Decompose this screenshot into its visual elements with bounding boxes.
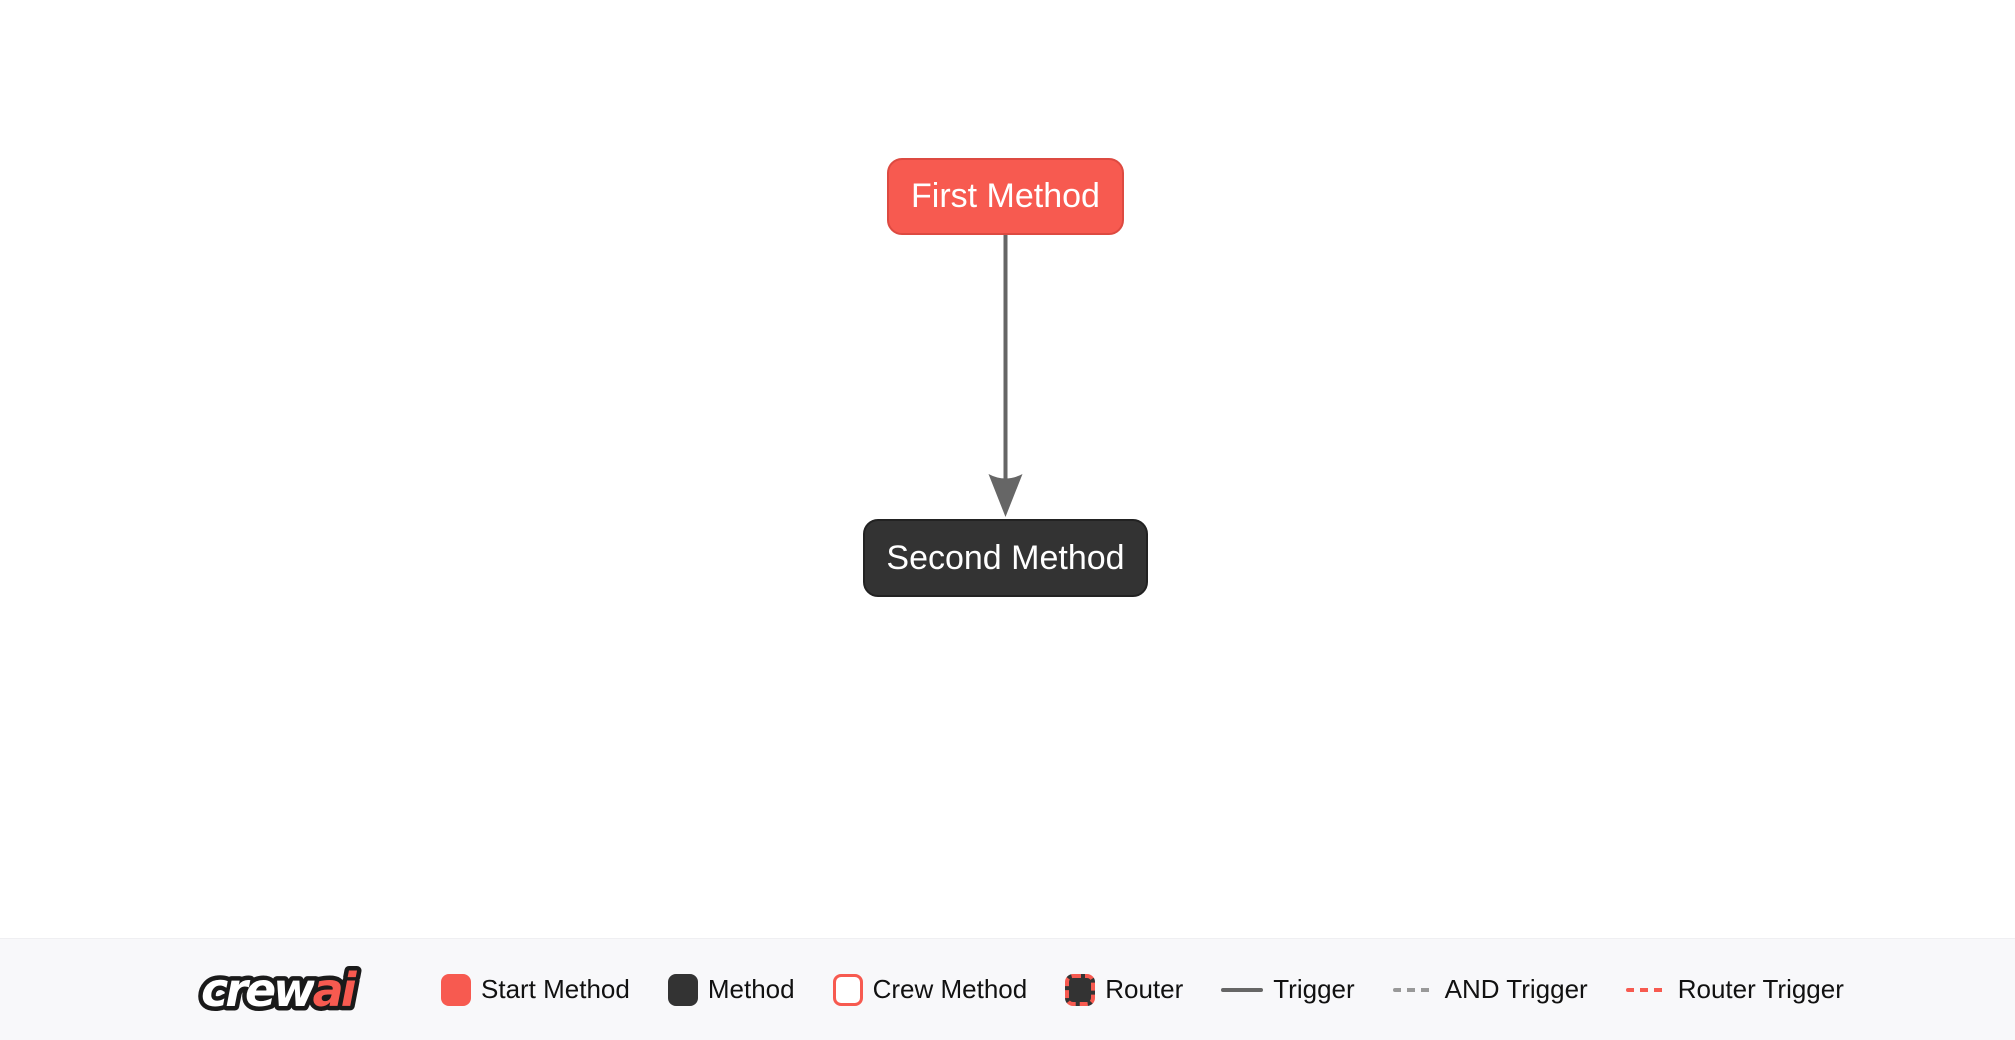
legend-label-router: Router xyxy=(1105,974,1184,1004)
method-swatch-icon xyxy=(667,973,698,1006)
legend-label-crew-method: Crew Method xyxy=(872,974,1028,1004)
legend-label-router-trigger: Router Trigger xyxy=(1677,974,1844,1004)
legend-item-crew-method: Crew Method xyxy=(832,973,1028,1006)
legend-bar: crewai Start Method Method Crew Method R… xyxy=(0,938,2015,1040)
legend-item-router: Router xyxy=(1065,973,1184,1006)
legend-label-method: Method xyxy=(707,974,795,1004)
legend-label-trigger: Trigger xyxy=(1273,974,1355,1004)
legend-label-and-trigger: AND Trigger xyxy=(1444,974,1588,1004)
legend-item-method: Method xyxy=(667,973,795,1006)
node-first-method[interactable]: First Method xyxy=(887,158,1124,235)
legend-item-trigger: Trigger xyxy=(1221,974,1355,1005)
start-method-swatch-icon xyxy=(441,973,471,1006)
logo-text-crew: crew xyxy=(201,963,316,1017)
crew-method-swatch-icon xyxy=(832,973,863,1006)
legend-item-start-method: Start Method xyxy=(441,973,630,1006)
legend-item-and-trigger: AND Trigger xyxy=(1392,974,1588,1005)
and-trigger-line-icon xyxy=(1392,987,1435,992)
router-trigger-line-icon xyxy=(1625,987,1668,992)
svg-text:crewai: crewai xyxy=(201,963,358,1017)
trigger-line-icon xyxy=(1221,987,1264,992)
legend-label-start-method: Start Method xyxy=(481,974,630,1004)
crewai-logo: crewai xyxy=(197,958,366,1021)
arrowhead-down-icon xyxy=(988,474,1023,517)
flow-canvas[interactable]: First Method Second Method xyxy=(0,0,2015,938)
edge-layer xyxy=(988,235,1023,517)
logo-text-ai: ai xyxy=(313,963,358,1017)
edge-trigger-first-to-second xyxy=(988,235,1023,517)
legend-item-router-trigger: Router Trigger xyxy=(1625,974,1844,1005)
router-swatch-icon xyxy=(1065,973,1096,1006)
node-second-method[interactable]: Second Method xyxy=(863,519,1148,597)
